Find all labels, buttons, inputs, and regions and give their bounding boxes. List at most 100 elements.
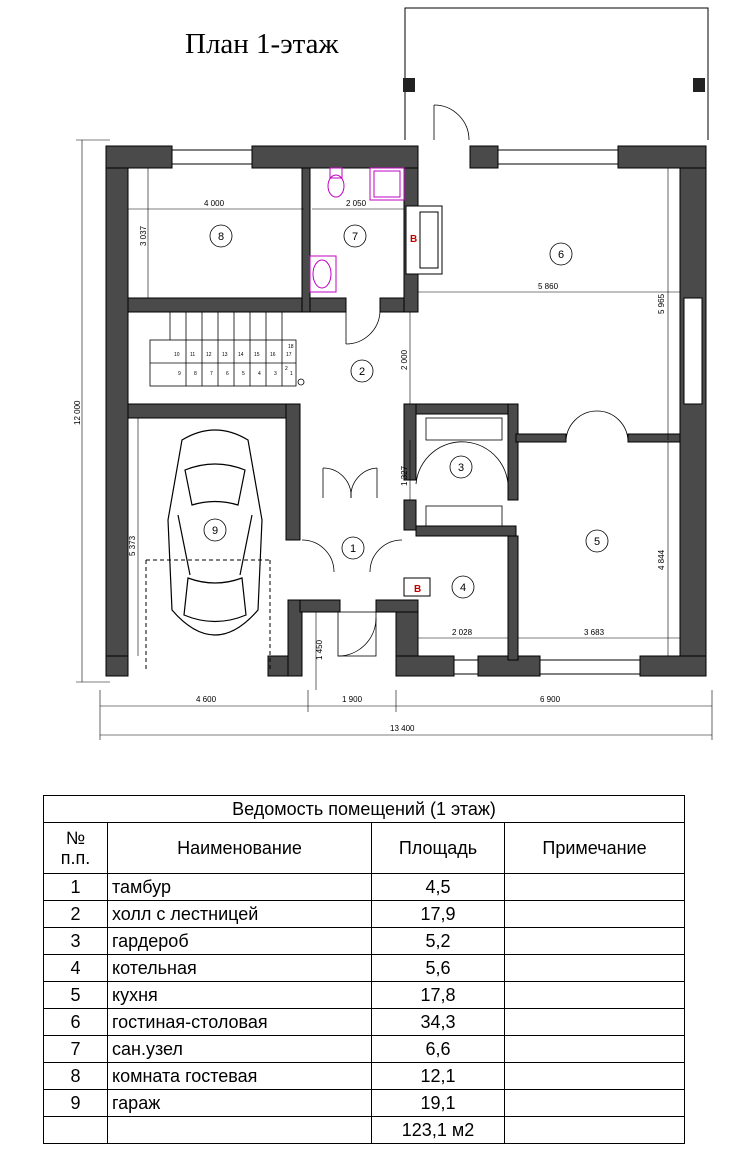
door-swings: [301, 104, 629, 657]
dimension-label: 2 050: [346, 199, 367, 208]
room-number: 1: [350, 543, 356, 555]
plan-title: План 1-этаж: [185, 28, 339, 60]
boiler-mark: B: [414, 584, 421, 595]
row-number: 8: [43, 1062, 108, 1090]
row-name: гостиная-столовая: [107, 1008, 372, 1036]
table-row: 6 гостиная-столовая 34,3: [43, 1008, 685, 1036]
room-number: 2: [359, 366, 365, 378]
wardrobe-shelves: [425, 417, 503, 527]
row-name: кухня: [107, 981, 372, 1009]
row-name: гараж: [107, 1089, 372, 1117]
dimension-lines: [76, 139, 713, 740]
total-empty-cell: [107, 1116, 372, 1144]
row-number: 3: [43, 927, 108, 955]
table-row: 4 котельная 5,6: [43, 954, 685, 982]
terrace-post: [693, 78, 705, 92]
row-number: 2: [43, 900, 108, 928]
chimney-icon: [405, 205, 443, 275]
room-number: 5: [594, 536, 600, 548]
dimension-label: 2 028: [452, 628, 473, 637]
toilet-icon: [327, 167, 345, 198]
row-area: 5,6: [371, 954, 505, 982]
stair-step-number: 18: [288, 344, 294, 350]
room-markers: [203, 224, 609, 599]
dimension-label: 3 683: [584, 628, 605, 637]
car-icon: [167, 429, 263, 636]
dimension-label: 4 844: [657, 549, 666, 570]
dimension-label: 5 860: [538, 282, 559, 291]
stair-step-number: 1: [290, 371, 293, 377]
row-name: тамбур: [107, 873, 372, 901]
sink-icon: [309, 255, 337, 293]
row-note: [504, 927, 685, 955]
dimension-labels: 13 400 4 600 1 900 6 900 12 000 4 000 2 …: [73, 199, 666, 733]
boiler-mark: B: [410, 234, 417, 245]
row-area: 19,1: [371, 1089, 505, 1117]
table-row: 1 тамбур 4,5: [43, 873, 685, 901]
floor-plan: 10 11 12 13 14 15 16 17 18 9 8 7 6 5 4 3…: [73, 7, 713, 740]
room-number: 3: [458, 462, 464, 474]
row-note: [504, 1008, 685, 1036]
stair-step-number: 7: [210, 371, 213, 377]
row-area: 17,8: [371, 981, 505, 1009]
total-empty-cell: [43, 1116, 108, 1144]
row-number: 4: [43, 954, 108, 982]
dimension-label: 5 965: [657, 293, 666, 314]
stair-step-number: 11: [190, 352, 195, 358]
boiler-icon: [403, 577, 431, 597]
stair-step-number: 3: [274, 371, 277, 377]
stair-step-number: 13: [222, 352, 228, 358]
row-number: 1: [43, 873, 108, 901]
room-numbers: 1 2 3 4 5 6 7 8 9: [212, 231, 600, 594]
total-empty-cell: [504, 1116, 685, 1144]
table-row: 3 гардероб 5,2: [43, 927, 685, 955]
dimension-label: 12 000: [73, 400, 82, 425]
stair-step-number: 6: [226, 371, 229, 377]
row-name: сан.узел: [107, 1035, 372, 1063]
room-number: 6: [558, 249, 564, 261]
table-row: 8 комната гостевая 12,1: [43, 1062, 685, 1090]
stair-step-number: 14: [238, 352, 244, 358]
dimension-label: 6 900: [540, 695, 561, 704]
table-row: 9 гараж 19,1: [43, 1089, 685, 1117]
staircase: [149, 312, 305, 387]
dimension-label: 1 327: [400, 465, 409, 486]
dimension-label: 2 000: [400, 349, 409, 370]
row-number: 6: [43, 1008, 108, 1036]
row-note: [504, 1035, 685, 1063]
header-number: № п.п.: [43, 822, 108, 874]
stair-step-number: 9: [178, 371, 181, 377]
row-number: 9: [43, 1089, 108, 1117]
dimension-label: 13 400: [390, 724, 415, 733]
table-total-row: 123,1 м2: [43, 1116, 685, 1144]
row-note: [504, 981, 685, 1009]
dimension-label: 4 600: [196, 695, 217, 704]
stair-step-number: 17: [286, 352, 292, 358]
room-number: 4: [460, 582, 466, 594]
stair-step-number: 10: [174, 352, 180, 358]
table-row: 2 холл с лестницей 17,9: [43, 900, 685, 928]
table-title: Ведомость помещений (1 этаж): [43, 795, 685, 823]
row-area: 4,5: [371, 873, 505, 901]
dimension-label: 3 037: [139, 225, 148, 246]
stair-step-numbers: 10 11 12 13 14 15 16 17 18 9 8 7 6 5 4 3…: [174, 344, 294, 377]
row-note: [504, 900, 685, 928]
dimension-label: 4 000: [204, 199, 225, 208]
row-name: холл с лестницей: [107, 900, 372, 928]
room-number: 7: [352, 231, 358, 243]
row-number: 5: [43, 981, 108, 1009]
shower-icon: [369, 167, 405, 201]
row-note: [504, 873, 685, 901]
dimension-label: 5 373: [128, 535, 137, 556]
row-name: комната гостевая: [107, 1062, 372, 1090]
table-row: 5 кухня 17,8: [43, 981, 685, 1009]
room-number: 9: [212, 525, 218, 537]
dimension-label: 1 900: [342, 695, 363, 704]
stair-step-number: 5: [242, 371, 245, 377]
table-row: 7 сан.узел 6,6: [43, 1035, 685, 1063]
stair-step-number: 8: [194, 371, 197, 377]
dimension-label: 1 450: [315, 639, 324, 660]
room-number: 8: [218, 231, 224, 243]
stair-step-number: 4: [258, 371, 261, 377]
header-area: Площадь: [371, 822, 505, 874]
